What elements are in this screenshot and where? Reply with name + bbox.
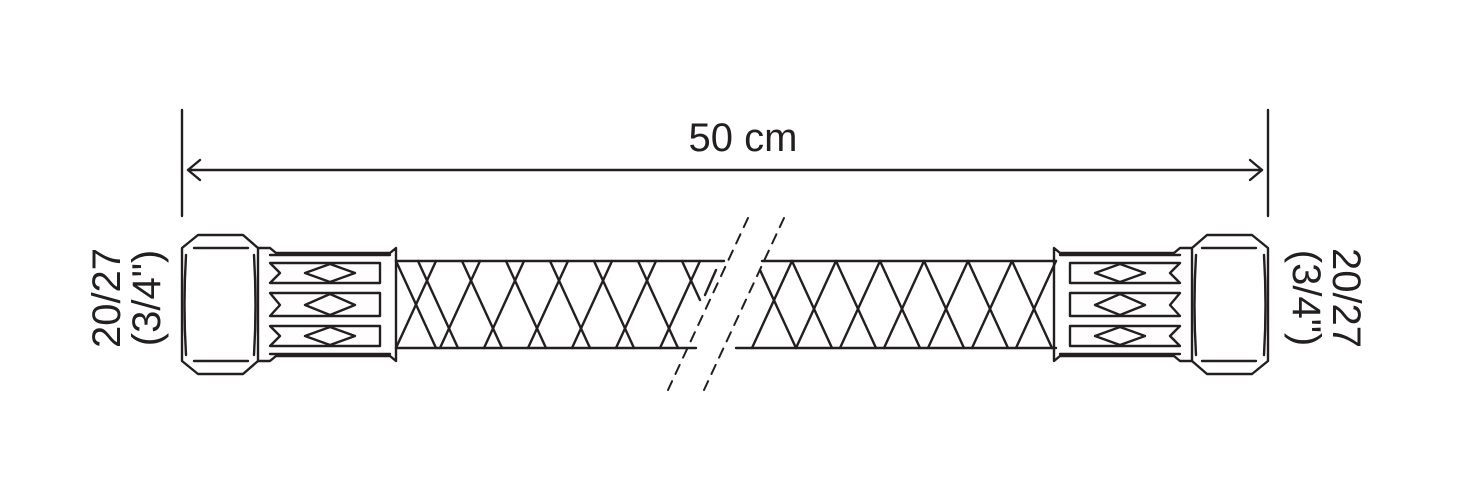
break-marks — [667, 217, 785, 391]
left-fitting-size: 20/27 — [85, 248, 129, 348]
right-collar — [1052, 246, 1194, 363]
left-fitting-inch: (3/4") — [125, 250, 169, 346]
right-fitting-label: 20/27 (3/4") — [1284, 248, 1368, 348]
arrowhead-left — [186, 158, 202, 182]
right-hex-nut — [1190, 233, 1270, 376]
arrowhead-right — [1248, 158, 1264, 182]
right-fitting-size: 20/27 — [1324, 248, 1368, 348]
length-label: 50 cm — [689, 116, 798, 160]
hose-segment-right — [734, 259, 1058, 350]
left-fitting-label: 20/27 (3/4") — [85, 248, 169, 348]
left-collar — [256, 246, 398, 363]
dimension-line: 50 cm — [180, 108, 1270, 218]
hose-segment-left — [394, 259, 726, 350]
left-hex-nut — [180, 233, 260, 376]
right-fitting-inch: (3/4") — [1284, 250, 1328, 346]
